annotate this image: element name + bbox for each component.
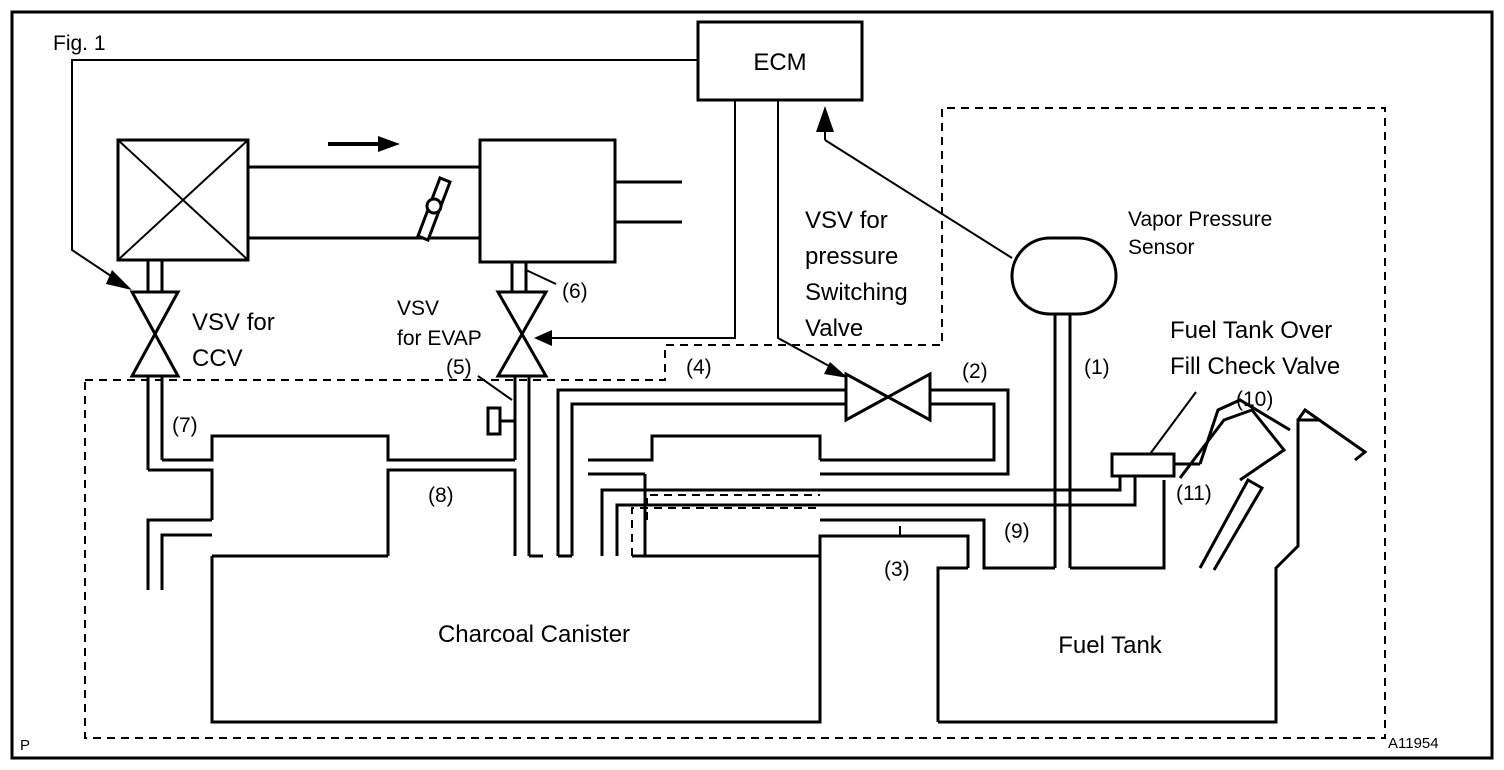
figure-frame [10, 10, 1494, 760]
air-flow-arrow [328, 136, 400, 152]
over-fill-check-valve [1110, 452, 1176, 478]
label-n4: (4) [686, 356, 712, 379]
label-n8: (8) [428, 484, 454, 507]
ecm-to-pressure-vsv-wire [777, 100, 841, 373]
label-n10: (10) [1236, 388, 1273, 411]
pipe-2 [820, 388, 1010, 476]
label-n1: (1) [1084, 356, 1110, 379]
vsv-evap-valve-top [495, 290, 549, 338]
air-cleaner [116, 138, 250, 262]
vapor-sensor-label-2: Sensor [1128, 236, 1195, 259]
intake-manifold [478, 138, 617, 264]
label-n6: (6) [562, 280, 588, 303]
label-n5: (5) [446, 356, 472, 379]
vsv-ccv-label-2: CCV [192, 345, 243, 372]
ecm-label: ECM [753, 49, 806, 76]
canister-label: Charcoal Canister [438, 621, 630, 648]
corner-mark: P [20, 737, 30, 754]
charcoal-canister [210, 534, 970, 724]
label-n2: (2) [962, 360, 988, 383]
vsv-pressure-valve-left [844, 371, 892, 423]
throttle-valve [416, 176, 452, 242]
pipe-3 [820, 518, 1055, 570]
label-n7: (7) [172, 414, 198, 437]
fuel-tank [938, 418, 1320, 724]
vsv-pressure-label-3: Switching [805, 279, 908, 306]
vsv-evap-label-1: VSV [397, 297, 439, 320]
ecm-to-evap-wire [552, 100, 736, 339]
vsv-ccv-valve-top [129, 290, 181, 338]
ecm-box [696, 20, 864, 102]
vsv-pressure-label-2: pressure [805, 243, 898, 270]
ecm-to-ccv-wire [71, 59, 698, 283]
vapor-sensor-label-1: Vapor Pressure [1128, 208, 1272, 231]
figure-code: A11954 [1388, 735, 1439, 752]
pipe-4 [556, 388, 846, 556]
vsv-ccv-valve-bottom [129, 330, 181, 378]
vsv-pressure-label-1: VSV for [805, 207, 888, 234]
vsv-ccv-label-1: VSV for [192, 309, 275, 336]
filler-neck-10 [1198, 398, 1291, 465]
vsv-evap-valve-bottom [495, 330, 549, 378]
check-valve-label-2: Fill Check Valve [1170, 353, 1340, 380]
check-valve-label-1: Fuel Tank Over [1170, 317, 1332, 344]
label-n11: (11) [1176, 482, 1212, 505]
filler-neck-11 [1198, 477, 1265, 571]
vsv-evap-label-2: for EVAP [397, 327, 482, 350]
vsv-pressure-valve-right [884, 371, 932, 423]
pipe-9 [820, 476, 1122, 492]
vapor-pressure-sensor [1010, 236, 1118, 316]
label-n3: (3) [884, 558, 910, 581]
label-n9: (9) [1004, 520, 1030, 543]
figure-label: Fig. 1 [53, 32, 106, 55]
evap-boundary [84, 107, 1386, 739]
sensor-to-ecm-wire [824, 139, 1013, 259]
chamber-8 [386, 468, 517, 556]
vsv-pressure-label-4: Valve [805, 315, 863, 342]
fuel-tank-label: Fuel Tank [1058, 632, 1163, 659]
